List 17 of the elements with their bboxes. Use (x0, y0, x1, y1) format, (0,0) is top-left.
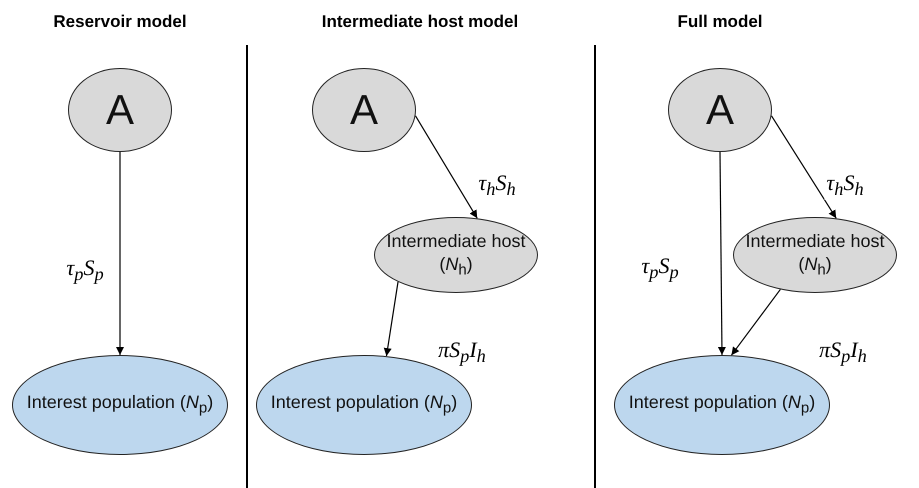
node-label: Interest population (N$_{p}$) (628, 391, 816, 419)
arrow (730, 289, 781, 356)
node-label: Intermediate host (N$_{h}$) (385, 230, 527, 280)
arrow (770, 116, 837, 219)
arrow (414, 116, 478, 219)
node-letter: A (106, 84, 134, 135)
node-label: Interest population (N$_{p}$) (26, 391, 214, 419)
node-letter: A (350, 84, 378, 135)
arrow (116, 152, 124, 355)
node-label: Intermediate host (N$_{h}$) (744, 230, 886, 280)
panel-title: Reservoir model (53, 12, 187, 32)
arrow (718, 152, 726, 355)
panel-title: Full model (678, 12, 762, 32)
arrow (384, 282, 399, 356)
node-letter: A (706, 84, 734, 135)
node-label: Interest population (N$_{p}$) (270, 391, 458, 419)
panel-title: Intermediate host model (322, 12, 518, 32)
